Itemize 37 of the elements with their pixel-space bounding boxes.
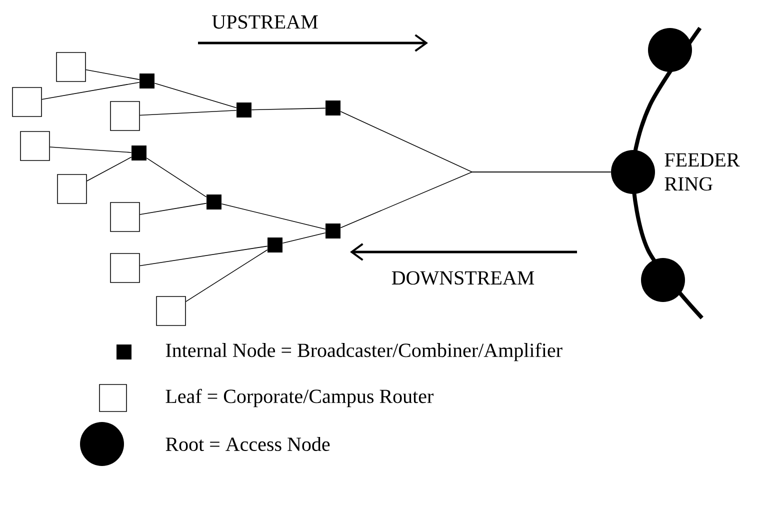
- link-line: [42, 82, 140, 100]
- internal-node: [140, 74, 154, 88]
- link-line: [86, 156, 132, 182]
- link-line: [282, 232, 326, 244]
- link-line: [50, 146, 132, 153]
- internal-node: [326, 100, 340, 116]
- link-line: [154, 82, 237, 108]
- link-line: [140, 246, 268, 266]
- leaf-square: [110, 202, 140, 232]
- link-line: [221, 203, 326, 230]
- internal-node: [268, 238, 282, 252]
- leaf-square: [57, 174, 87, 204]
- leaf-square: [110, 101, 140, 131]
- root-node: [641, 258, 685, 302]
- link-line: [146, 158, 207, 198]
- root-node: [611, 150, 655, 194]
- link-line: [86, 69, 140, 80]
- leaf-square: [12, 87, 42, 117]
- link-line: [340, 172, 612, 228]
- legend-text: Leaf = Corporate/Campus Router: [166, 388, 434, 408]
- legend-text: Root = Access Node: [166, 436, 330, 452]
- link-line: [251, 108, 326, 110]
- leaf-square: [110, 253, 140, 283]
- root-node: [648, 28, 692, 72]
- legend-text: Internal Node = Broadcaster/Combiner/Amplifier: [166, 342, 562, 362]
- direction-label: DOWNSTREAM: [392, 271, 534, 285]
- internal-node: [132, 146, 146, 160]
- internal-node: [326, 224, 340, 238]
- link-line: [140, 202, 207, 215]
- link-line: [140, 110, 237, 116]
- internal-node: [236, 102, 252, 118]
- internal-node: [206, 194, 222, 210]
- leaf-square: [20, 131, 50, 161]
- leaf-square: [156, 296, 186, 326]
- leaf-square: [56, 52, 86, 82]
- direction-label: UPSTREAM: [212, 15, 318, 29]
- link-line: [186, 249, 268, 302]
